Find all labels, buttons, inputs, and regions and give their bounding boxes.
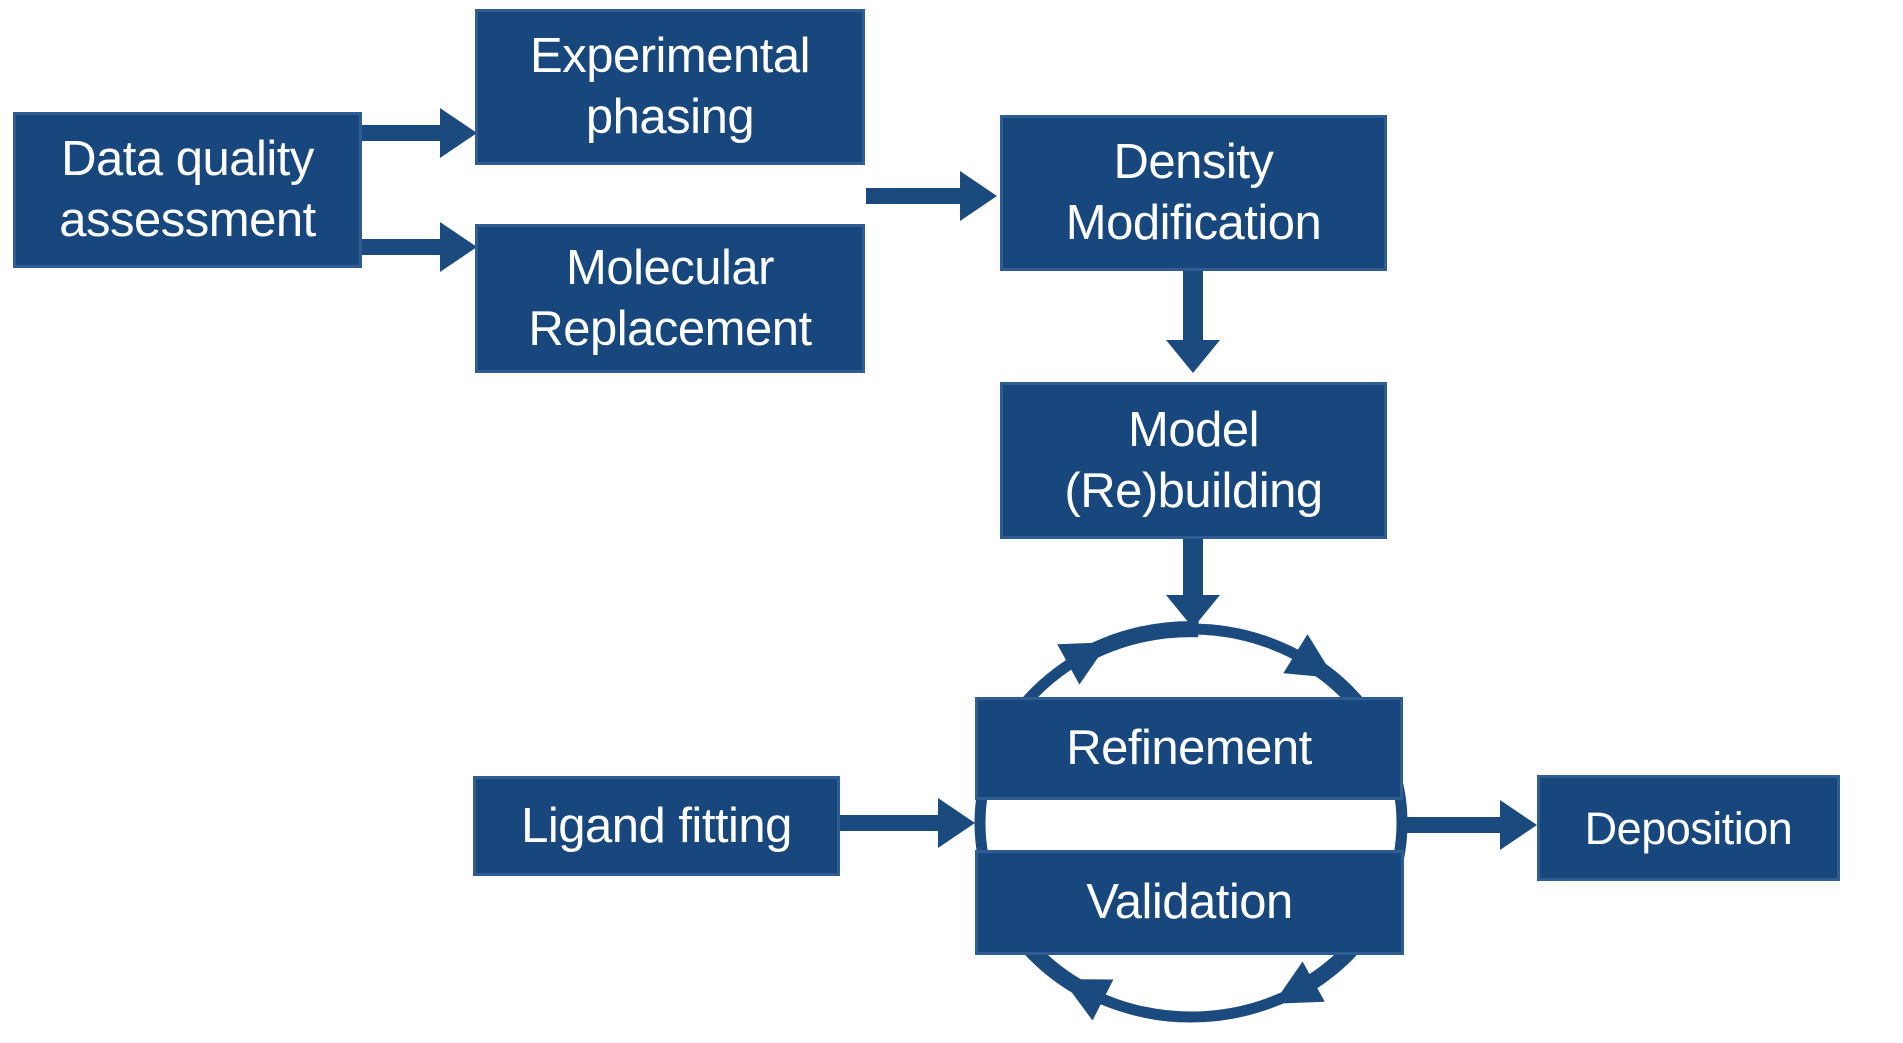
node-label-line: Data quality [61,132,314,186]
node-label-line: assessment [59,193,316,247]
node-label-line: Deposition [1584,802,1793,854]
cycle-arrowhead-top-right [1283,634,1335,678]
node-label-line: Model [1128,402,1259,457]
node-experimental-phasing: Experimental phasing [475,9,865,165]
arrow-density-to-model-rebuilding [1166,271,1220,373]
node-label-line: Molecular [566,240,774,295]
node-model-rebuilding: Model (Re)building [1000,382,1387,539]
node-refinement: Refinement [975,697,1403,800]
node-label-line: (Re)building [1064,463,1323,518]
node-molecular-replacement: Molecular Replacement [475,224,865,373]
node-label-line: Validation [1086,875,1293,929]
node-label-line: phasing [585,90,755,144]
arrow-model-to-cycle [1166,539,1220,628]
arrow-cycle-to-deposition [1404,800,1537,850]
cycle-arrowhead-top-left [1057,642,1109,685]
arrow-data-to-experimental-phasing [362,108,477,158]
arrow-data-to-molecular-replacement [362,222,477,272]
node-label-line: Refinement [1066,721,1312,775]
cycle-arrowhead-bottom-right [1273,961,1325,1004]
refinement-validation-cycle-ring [974,621,1408,1023]
arrow-ligand-to-cycle [840,798,975,848]
node-deposition: Deposition [1537,775,1840,881]
node-validation: Validation [975,850,1404,955]
node-label-line: Replacement [528,301,812,356]
node-label-line: Experimental [530,29,810,83]
node-label-line: Ligand fitting [521,798,792,853]
node-data-quality-assessment: Data quality assessment [13,112,362,268]
node-density-modification: Density Modification [1000,115,1387,271]
cycle-arrowhead-bottom-left [1062,979,1114,1021]
node-ligand-fitting: Ligand fitting [473,776,840,876]
node-label-line: Density [1113,135,1274,189]
arrow-phasing-to-density-modification [866,171,997,221]
node-label-line: Modification [1065,196,1322,250]
